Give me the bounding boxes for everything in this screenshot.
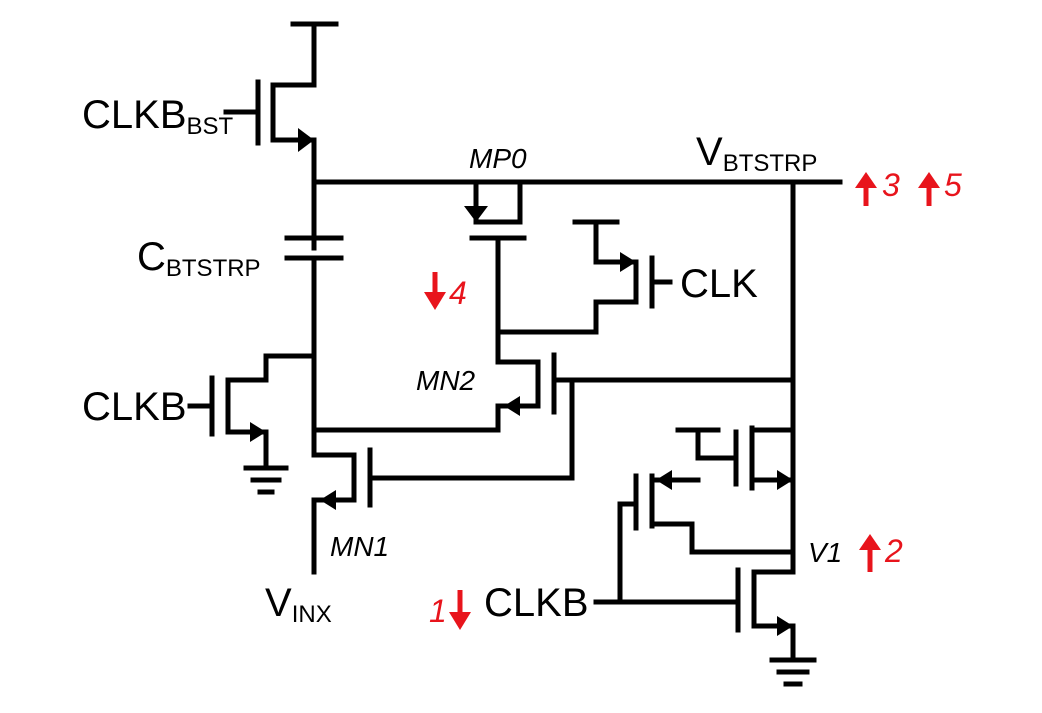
inverter-pmos-left-arrow-icon — [656, 470, 672, 490]
svg-text:5: 5 — [944, 167, 962, 203]
ground-symbol-right — [769, 657, 817, 687]
label-mp0: MP0 — [469, 143, 527, 174]
up-arrow-icon — [855, 172, 877, 188]
label-v-inx: VINX — [265, 581, 332, 628]
mp0-arrow-icon — [464, 206, 488, 222]
inverter-pmos-right-arrow-icon — [777, 470, 793, 490]
up-arrow-icon — [918, 172, 940, 188]
svg-text:4: 4 — [449, 275, 467, 311]
label-mn2: MN2 — [416, 365, 476, 396]
pmos-clk-transistor — [495, 219, 673, 335]
step-marker-5: 5 — [918, 167, 962, 206]
up-arrow-icon — [859, 534, 881, 550]
svg-text:3: 3 — [882, 167, 900, 203]
label-clkb-bst: CLKBBST — [82, 93, 234, 140]
mn2-transistor — [495, 329, 796, 433]
clkb-left-arrow-icon — [250, 422, 266, 442]
inverter-nmos-arrow-icon — [777, 616, 793, 636]
mp0-transistor — [464, 179, 527, 335]
step-marker-3: 3 — [855, 167, 900, 206]
svg-text:2: 2 — [884, 533, 903, 569]
mn1-transistor — [311, 377, 575, 575]
label-clkb-left: CLKB — [82, 385, 187, 429]
pmos-arrow-icon — [298, 128, 314, 152]
step-marker-1: 1 — [429, 590, 471, 630]
down-arrow-icon — [449, 612, 471, 630]
down-arrow-icon — [424, 292, 446, 310]
step-marker-4: 4 — [424, 272, 467, 311]
bootstrap-capacitor — [284, 235, 344, 453]
nmos-clkb-left-transistor — [187, 353, 317, 471]
inverter-nmos — [593, 501, 796, 661]
label-v1: V1 — [808, 537, 842, 568]
label-clkb-bottom: CLKB — [484, 581, 589, 625]
label-clk: CLK — [680, 262, 758, 306]
inverter-pmos-pair — [633, 425, 796, 575]
ground-symbol-left — [243, 465, 289, 495]
mn2-arrow-icon — [504, 396, 520, 416]
clk-pmos-arrow-icon — [620, 252, 636, 272]
svg-text:1: 1 — [429, 593, 447, 629]
label-v-btstrp: VBTSTRP — [696, 130, 817, 177]
mn1-arrow-icon — [320, 490, 336, 510]
label-c-btstrp: CBTSTRP — [137, 235, 261, 282]
label-mn1: MN1 — [330, 531, 389, 562]
step-marker-2: 2 — [859, 533, 903, 572]
pmos-clkb-bst-transistor — [229, 21, 339, 251]
